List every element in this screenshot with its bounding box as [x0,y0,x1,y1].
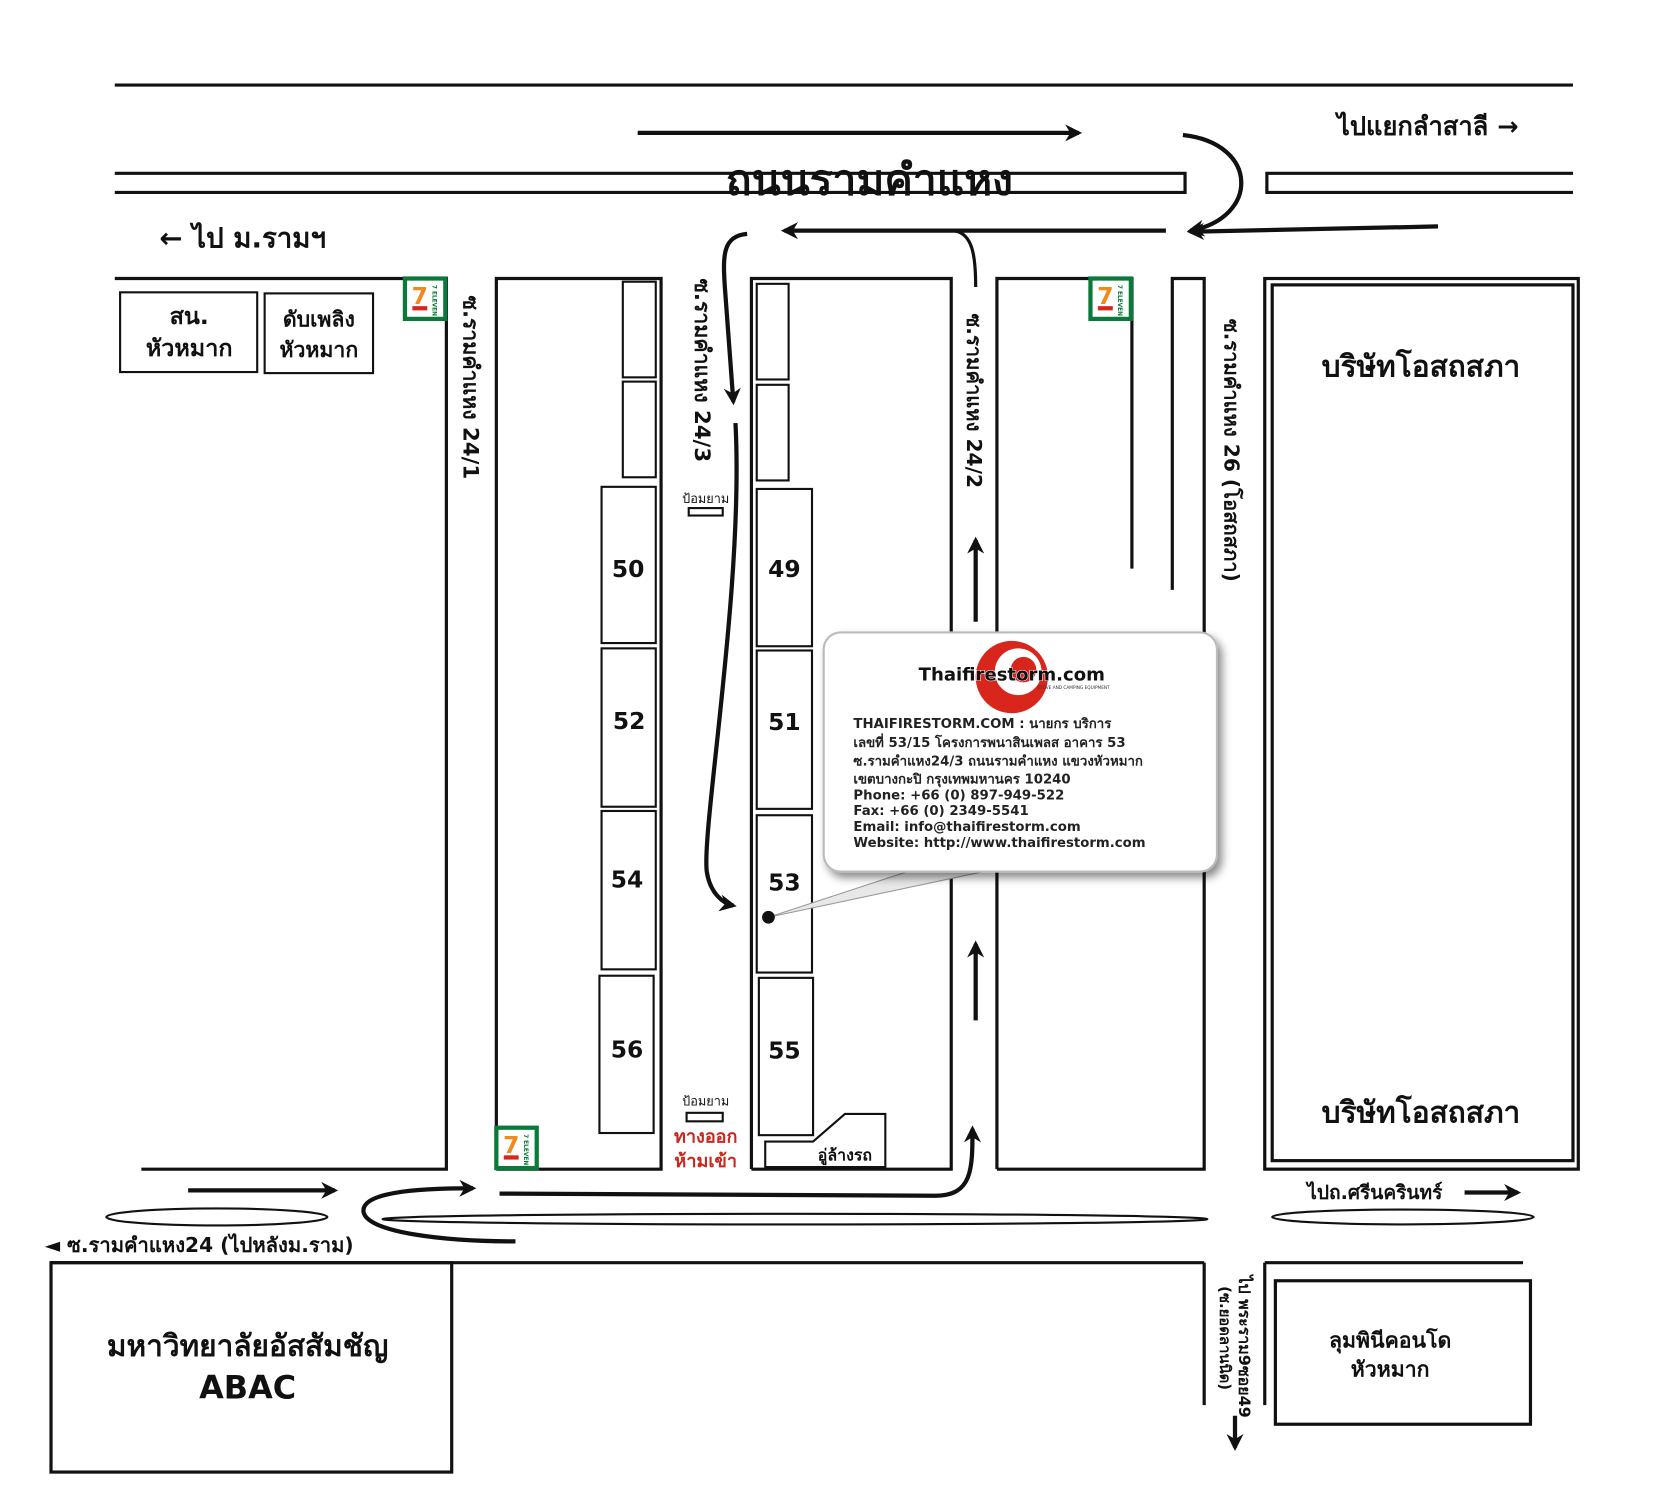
guard-post [687,507,724,517]
svg-text:52: 52 [613,707,646,735]
abac-university: มหาวิทยาลัยอัสสัมชัญ ABAC [49,1261,454,1474]
car-wash [764,1112,887,1169]
card-address: เลขที่ 53/15 โครงการพนาสินเพลส อาคาร 53 [853,732,1125,751]
osotspa-company: บริษัทโอสถสภา บริษัทโอสถสภา [1263,276,1580,1171]
thaifirestorm-logo: Thaifirestorm.com STOVE AND CAMPING EQUI… [918,640,1110,714]
building-54: 54 [600,809,657,971]
lumpini-label: ลุมพินีคอนโด [1329,1328,1451,1355]
fire-station [263,292,375,375]
building-55: 55 [757,976,815,1137]
seven-eleven-label: 7 ELEVEN [522,1134,528,1165]
exit-label: ทางออก [674,1127,737,1148]
abac-label: มหาวิทยาลัยอัสสัมชัญ [107,1329,388,1364]
main-road-label: ถนนรามคำแหง [726,157,1013,206]
police-station [119,291,259,374]
card-fax: Fax: +66 (0) 2349-5541 [853,804,1028,819]
osotspa-label: บริษัทโอสถสภา [1322,1094,1521,1130]
police-label: หัวหมาก [146,334,233,362]
building-50: 50 [600,485,657,645]
route-arrow [704,422,739,912]
svg-text:50: 50 [612,555,645,583]
guard-post-label: ป้อมยาม [682,492,729,507]
police-label: สน. [170,302,209,330]
card-address: ซ.รามคำแหง24/3 ถนนรามคำแหง แขวงหัวหมาก [853,753,1143,769]
soi-24-road: ไปถ.ศรีนครินทร์ ◄ ซ.รามคำแหง24 (ไปหลังม.… [45,1125,1535,1406]
shop-info-card: Thaifirestorm.com STOVE AND CAMPING EQUI… [762,631,1218,924]
building-49: 49 [755,487,814,648]
building-56: 56 [598,974,655,1135]
card-email[interactable]: Email: info@thaifirestorm.com [853,820,1080,835]
no-entry-label: ห้ามเข้า [674,1151,737,1172]
card-name: THAIFIRESTORM.COM : นายกร บริการ [853,716,1112,732]
to-rama9-sub-label: (ซ.ยอดลานนิด) [1216,1286,1234,1390]
card-phone: Phone: +66 (0) 897-949-522 [853,788,1064,803]
svg-text:7: 7 [503,1131,519,1159]
block-2: 50 52 54 56 7 7 ELEVEN [494,276,663,1171]
to-ram-label: ← ไป ม.รามฯ [159,222,326,255]
soi-24-3-label: ซ.รามคำแหง 24/3 [689,279,714,463]
building-53: 53 [755,814,814,974]
arrow-west-in [1186,222,1439,240]
card-website[interactable]: Website: http://www.thaifirestorm.com [853,836,1145,851]
guard-post [685,1111,724,1123]
shop-location-marker [762,910,775,924]
soi-24-2-label: ซ.รามคำแหง 24/2 [962,314,986,488]
block-left: สน. หัวหมาก ดับเพลิง หัวหมาก 7 7 ELEVEN [114,276,448,1171]
car-wash-label: อู่ล้างรถ [818,1146,872,1167]
abac-label: ABAC [199,1369,296,1407]
svg-text:56: 56 [611,1036,644,1064]
svg-text:54: 54 [611,866,644,894]
fire-label: ดับเพลิง [283,307,355,332]
seven-eleven-label: 7 ELEVEN [431,285,437,316]
guard-post-label: ป้อมยาม [682,1094,729,1109]
svg-text:49: 49 [768,555,801,583]
svg-text:STOVE AND CAMPING EQUIPMENT: STOVE AND CAMPING EQUIPMENT [1037,685,1110,691]
building-52: 52 [600,647,657,808]
svg-text:51: 51 [768,708,801,736]
fire-label: หัวหมาก [279,338,358,363]
seven-eleven-icon: 7 7 ELEVEN [494,1125,539,1171]
to-lamsali-label: ไปแยกลำสาลี → [1334,111,1519,142]
seven-eleven-icon: 7 7 ELEVEN [402,276,448,322]
to-rama9-label: ไป พระราม9ซอย49 [1235,1273,1254,1417]
lumpini-condo: ลุมพินีคอนโด หัวหมาก [1273,1279,1533,1426]
route-arrow [721,231,748,406]
soi-24-label: ◄ ซ.รามคำแหง24 (ไปหลังม.ราม) [45,1233,354,1257]
to-srinakarin-label: ไปถ.ศรีนครินทร์ [1305,1181,1443,1204]
soi-26-label: ซ.รามคำแหง 26 (โอสถสภา) [1219,319,1244,582]
block-3: 49 51 53 55 อู่ล้างรถ [749,276,953,1171]
svg-text:55: 55 [768,1037,801,1065]
svg-text:53: 53 [768,869,801,897]
svg-text:Thaifirestorm.com: Thaifirestorm.com [919,664,1105,685]
main-road: ถนนรามคำแหง ไปแยกลำสาลี → ← ไป ม.รามฯ [114,83,1573,255]
route-arrow [953,229,978,288]
card-address: เขตบางกะปิ กรุงเทพมหานคร 10240 [853,771,1070,787]
svg-text:7: 7 [412,282,428,310]
building-51: 51 [755,649,814,810]
lumpini-label: หัวหมาก [1351,1357,1430,1382]
osotspa-label: บริษัทโอสถสภา [1322,348,1521,384]
soi-24-1-label: ซ.รามคำแหง 24/1 [457,296,482,480]
svg-text:7: 7 [1097,282,1113,310]
seven-eleven-icon: 7 7 ELEVEN [1088,276,1133,322]
u-turn-arrow [1182,132,1244,237]
seven-eleven-label: 7 ELEVEN [1116,285,1122,316]
